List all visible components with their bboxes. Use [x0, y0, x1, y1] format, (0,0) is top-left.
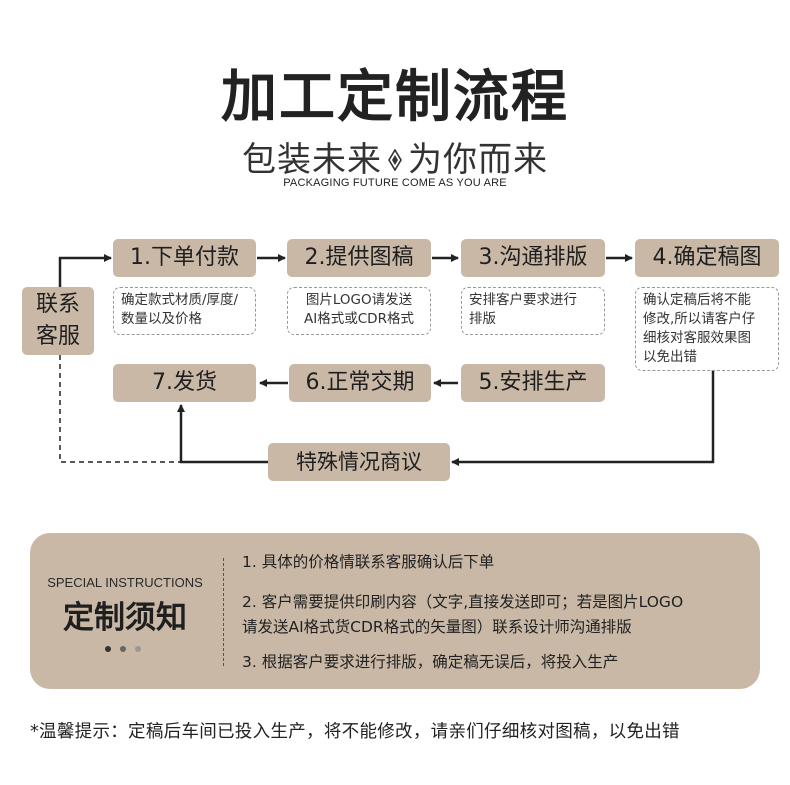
step-3-layout: 3.沟通排版 [461, 239, 605, 277]
subtitle-right: 为你而来 [408, 140, 548, 180]
instruction-item-2: 2. 客户需要提供印刷内容（文字,直接发送即可；若是图片LOGO 请发送AI格式… [242, 593, 684, 636]
step-4-confirm-draft: 4.确定稿图 [635, 239, 779, 277]
arrow-step4-special [451, 370, 715, 466]
step-1-note: 确定款式材质/厚度/ 数量以及价格 [113, 287, 256, 335]
dot [135, 646, 141, 652]
dot [120, 646, 126, 652]
panel-divider [223, 558, 224, 666]
arrow-contact-step1 [58, 254, 112, 287]
pagination-dots [105, 646, 145, 654]
instruction-item-1: 1. 具体的价格情联系客服确认后下单 [242, 553, 495, 571]
step-4-note: 确认定稿后将不能 修改,所以请客户仔 细核对客服效果图 以免出错 [635, 287, 779, 371]
subtitle-left: 包装未来 [242, 140, 382, 180]
step-3-note: 安排客户要求进行 排版 [461, 287, 605, 335]
instructions-heading-en: SPECIAL INSTRUCTIONS [47, 575, 203, 590]
footer-note: *温馨提示：定稿后车间已投入生产，将不能修改，请亲们仔细核对图稿，以免出错 [30, 722, 680, 742]
instructions-panel [30, 533, 760, 689]
instruction-item-3: 3. 根据客户要求进行排版，确定稿无误后，将投入生产 [242, 653, 619, 671]
page-title: 加工定制流程 [221, 65, 569, 130]
tagline: PACKAGING FUTURE COME AS YOU ARE [283, 177, 507, 189]
step-6-delivery-time: 6.正常交期 [289, 364, 431, 402]
arrow-special-step7 [177, 404, 268, 464]
step-7-shipping: 7.发货 [113, 364, 256, 402]
step-2-provide-artwork: 2.提供图稿 [287, 239, 431, 277]
special-negotiation: 特殊情况商议 [268, 443, 450, 481]
step-1-order-payment: 1.下单付款 [113, 239, 256, 277]
contact-service-button[interactable]: 联系 客服 [22, 287, 94, 355]
dot-active [105, 646, 111, 652]
instructions-heading: 定制须知 [63, 600, 187, 636]
step-5-production: 5.安排生产 [461, 364, 605, 402]
diamond-icon [388, 149, 402, 171]
step-2-note: 图片LOGO请发送 AI格式或CDR格式 [287, 287, 431, 335]
subtitle: 包装未来为你而来 [0, 132, 790, 181]
